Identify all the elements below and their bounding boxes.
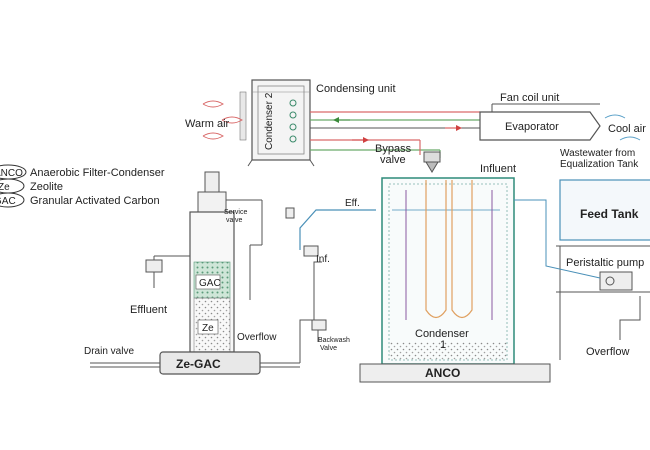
fan-coil-unit: Fan coil unit Evaporator Cool air xyxy=(479,92,646,141)
anco-label: ANCO xyxy=(425,366,460,380)
condenser1-label-1: Condenser xyxy=(415,328,469,340)
bypass-valve: Bypass valve xyxy=(375,143,441,173)
overflow-left-label: Overflow xyxy=(237,332,277,343)
evaporator-label: Evaporator xyxy=(505,121,559,133)
warm-air-label: Warm air xyxy=(185,118,230,130)
gac-label: GAC xyxy=(199,278,221,289)
cool-air-label: Cool air xyxy=(608,123,646,135)
feed-tank: Wastewater from Equalization Tank Feed T… xyxy=(514,148,650,360)
legend-abbr-gac: GAC xyxy=(0,196,16,207)
warm-air-arrows: Warm air xyxy=(185,100,243,140)
wastewater-label-2: Equalization Tank xyxy=(560,159,639,170)
overflow-right-label: Overflow xyxy=(586,346,629,358)
ze-gac-label: Ze-GAC xyxy=(176,357,221,371)
ze-gac-column: GAC Ze Ze-GAC Drain valve Service valve … xyxy=(84,171,300,375)
peristaltic-pump-label: Peristaltic pump xyxy=(566,257,644,269)
condenser1-label-2: 1 xyxy=(440,339,446,351)
legend-text-anco: Anaerobic Filter-Condenser xyxy=(30,167,165,179)
refrigerant-lines xyxy=(310,111,480,158)
effluent-label: Effluent xyxy=(130,304,167,316)
bypass-valve-label-1: Bypass xyxy=(375,143,412,155)
anco-media xyxy=(389,342,507,360)
condensing-unit: Condensing unit Condenser 2 xyxy=(239,79,396,167)
service-valve-label-1: Service xyxy=(224,209,247,216)
backwash-valve-label-2: Valve xyxy=(320,345,337,352)
legend-text-gac: Granular Activated Carbon xyxy=(30,195,160,207)
wastewater-label-1: Wastewater from xyxy=(560,148,635,159)
ze-label: Ze xyxy=(202,323,214,334)
eff-pipe: Inf. Eff. Backwash Valve xyxy=(285,198,376,363)
evaporator-box xyxy=(479,111,601,141)
backwash-valve-label-1: Backwash xyxy=(318,337,350,344)
legend-abbr-anco: ANCO xyxy=(0,168,23,179)
peristaltic-pump xyxy=(599,271,633,291)
legend-abbr-ze: Ze xyxy=(0,182,10,193)
condensing-unit-label: Condensing unit xyxy=(316,83,396,95)
influent-label: Influent xyxy=(480,163,516,175)
inf-label: Inf. xyxy=(316,254,330,265)
fan-coil-unit-label: Fan coil unit xyxy=(500,92,559,104)
feed-tank-label: Feed Tank xyxy=(580,207,639,221)
legend: ANCO Anaerobic Filter-Condenser Ze Zeoli… xyxy=(0,164,165,208)
legend-text-ze: Zeolite xyxy=(30,181,63,193)
bypass-valve-label-2: valve xyxy=(380,154,406,166)
drain-valve-label: Drain valve xyxy=(84,346,134,357)
condenser2-label: Condenser 2 xyxy=(264,92,275,150)
anco-reactor: ANCO Condenser 1 Influent xyxy=(359,163,551,383)
service-valve-label-2: valve xyxy=(226,217,242,224)
eff-label: Eff. xyxy=(345,198,360,209)
